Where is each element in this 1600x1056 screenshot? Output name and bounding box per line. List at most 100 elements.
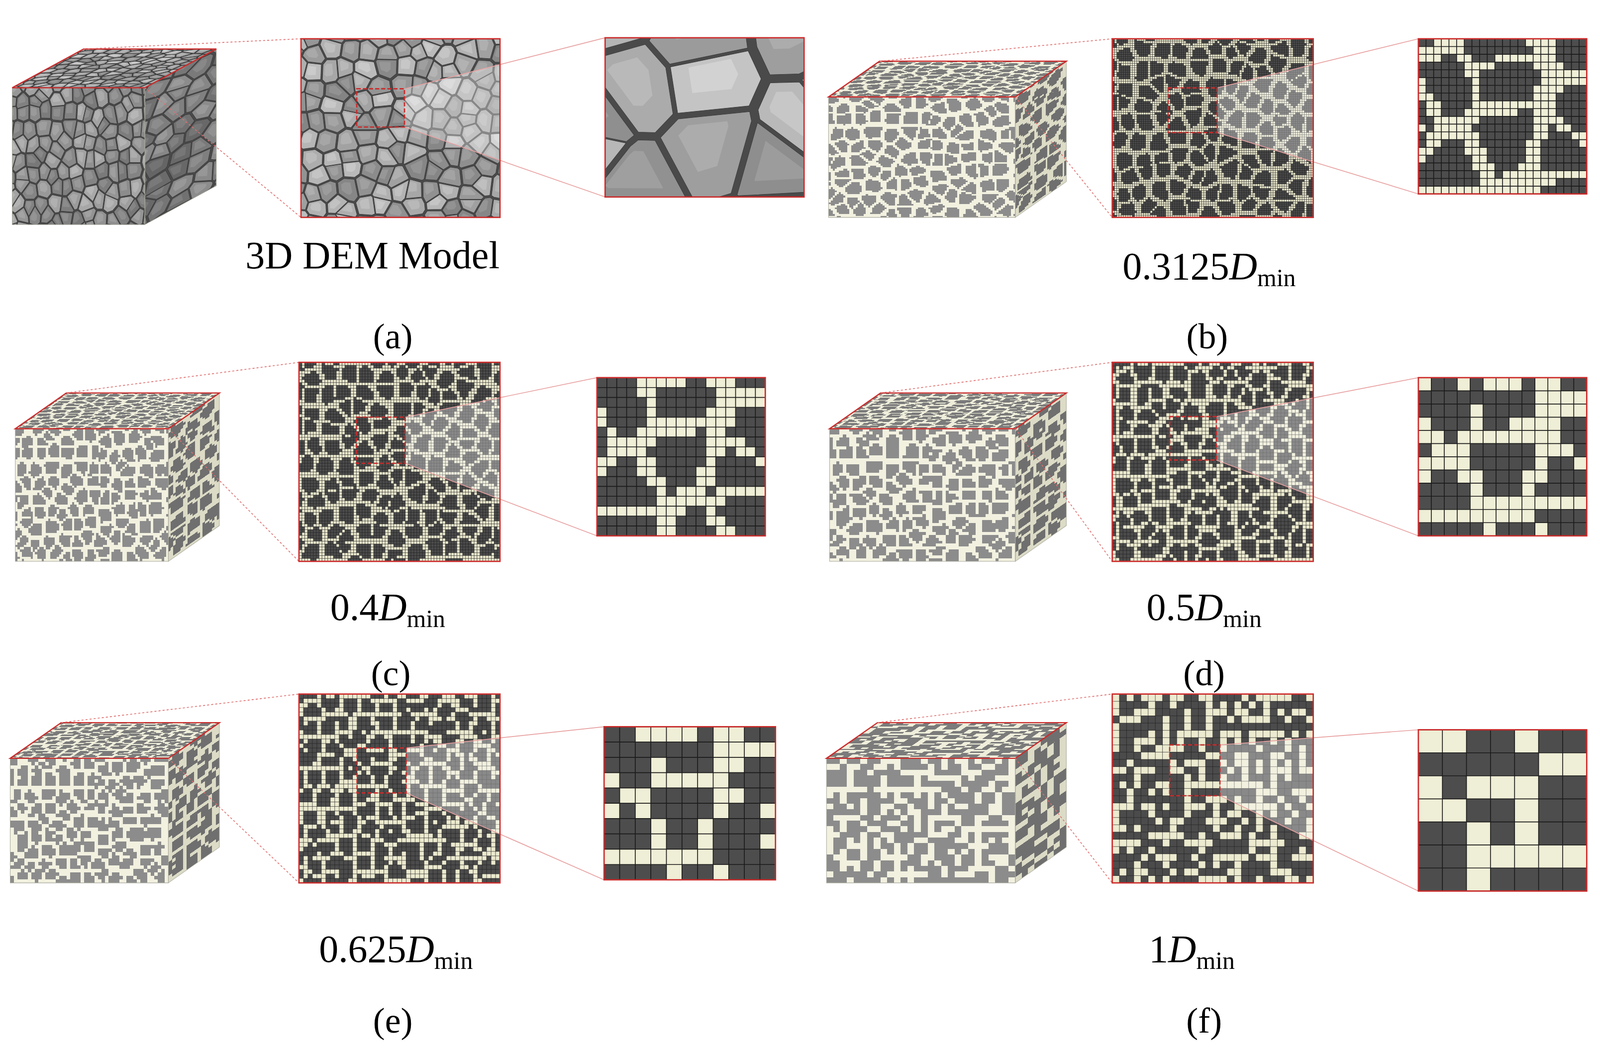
rock-highlight: [429, 65, 438, 78]
subscript: min: [434, 946, 474, 974]
rock-highlight: [118, 49, 130, 53]
rock-highlight: [62, 79, 75, 82]
zoom-window: [356, 88, 405, 127]
rock-particle: [108, 162, 119, 183]
rock-highlight: [311, 168, 324, 179]
rock-highlight: [141, 72, 155, 76]
voxel-solid: [10, 758, 169, 883]
cube-section-outline: [826, 722, 1067, 759]
cube-face: [826, 758, 1015, 883]
rock-highlight: [142, 49, 153, 52]
cube-edge: [15, 428, 169, 562]
rock-particle: [458, 209, 477, 218]
cube-face: [10, 758, 169, 883]
rock-highlight: [64, 73, 74, 76]
rock-highlight: [34, 80, 47, 84]
rock-highlight: [213, 138, 217, 157]
cube-face: [829, 428, 1015, 562]
rock-highlight: [110, 89, 119, 100]
rock-highlight: [445, 200, 457, 210]
rock-highlight: [51, 73, 62, 76]
symbol-letter: D: [406, 926, 435, 970]
rock-highlight: [212, 98, 217, 116]
cube-edge: [12, 87, 146, 225]
voxel-grid: [597, 377, 766, 536]
zoom-leader: [1219, 729, 1419, 745]
rock-highlight: [76, 72, 88, 76]
zoom-leader: [405, 792, 604, 880]
rock-particle: [355, 195, 375, 215]
rock-particle: [144, 204, 148, 225]
rock-highlight: [495, 47, 500, 58]
rock-particle: [342, 161, 362, 178]
resolution-label: 1Dmin: [1148, 928, 1235, 973]
zoom-fan: [1219, 737, 1314, 841]
rock-highlight: [34, 57, 57, 61]
rock-highlight: [321, 183, 332, 196]
zoom-fan: [405, 397, 500, 500]
rock-highlight: [66, 103, 74, 113]
rock-highlight: [130, 148, 138, 158]
rock-particle: [325, 164, 343, 182]
rock-highlight: [67, 58, 79, 61]
rock-highlight: [148, 155, 164, 174]
rock-highlight: [346, 99, 358, 109]
leader-line: [1015, 428, 1113, 562]
rock-particle: [303, 62, 322, 80]
voxel-background: [1112, 694, 1314, 883]
zoom-frame: [1418, 729, 1587, 891]
rock-particle: [300, 209, 308, 218]
rock-particle: [389, 126, 410, 142]
rock-highlight: [129, 165, 138, 174]
rock-highlight: [87, 123, 95, 133]
rock-highlight: [357, 93, 369, 105]
rock-highlight: [156, 65, 167, 68]
rock-particle: [48, 194, 62, 213]
rock-highlight: [131, 94, 140, 103]
rock-particle: [105, 137, 117, 151]
rock-highlight: [53, 181, 60, 191]
rock-particle: [119, 148, 130, 165]
rock-highlight: [427, 164, 438, 176]
cube-edge: [10, 758, 169, 883]
rock-highlight: [379, 130, 391, 142]
rock-particle: [141, 87, 146, 95]
rock-particle: [375, 59, 397, 79]
rock-highlight: [127, 64, 140, 67]
voxel-solid: [299, 694, 500, 883]
rock-highlight: [38, 121, 48, 131]
rock-highlight: [144, 66, 156, 69]
rock-highlight: [65, 121, 73, 133]
rock-particle: [307, 109, 325, 132]
rock-particle: [57, 161, 69, 180]
rock-highlight: [323, 99, 337, 108]
rock-highlight: [84, 109, 91, 119]
rock-highlight: [116, 62, 130, 66]
rock-highlight: [104, 125, 114, 134]
rock-particle: [14, 68, 42, 73]
rock-highlight: [118, 163, 124, 175]
rock-highlight: [86, 65, 100, 68]
rock-highlight: [407, 181, 417, 193]
rock-particle: [604, 44, 674, 133]
rock-highlight: [339, 60, 349, 72]
rock-highlight: [94, 60, 107, 64]
rock-particle: [377, 44, 398, 60]
rock-highlight: [170, 162, 182, 178]
slice-frame: [300, 38, 500, 218]
rock-particle: [128, 92, 143, 108]
rock-highlight: [754, 140, 804, 182]
rock-highlight: [132, 181, 139, 193]
rock-highlight: [86, 62, 98, 65]
rock-particle: [47, 220, 60, 225]
rock-highlight: [215, 193, 217, 210]
rock-highlight: [65, 84, 76, 87]
rock-highlight: [188, 91, 201, 108]
rock-highlight: [74, 178, 82, 188]
rock-highlight: [445, 150, 456, 160]
rock-highlight: [376, 186, 388, 196]
rock-particle: [51, 178, 63, 196]
rock-highlight: [371, 79, 385, 90]
voxel-background: [1015, 393, 1067, 562]
rock-highlight: [61, 213, 69, 222]
